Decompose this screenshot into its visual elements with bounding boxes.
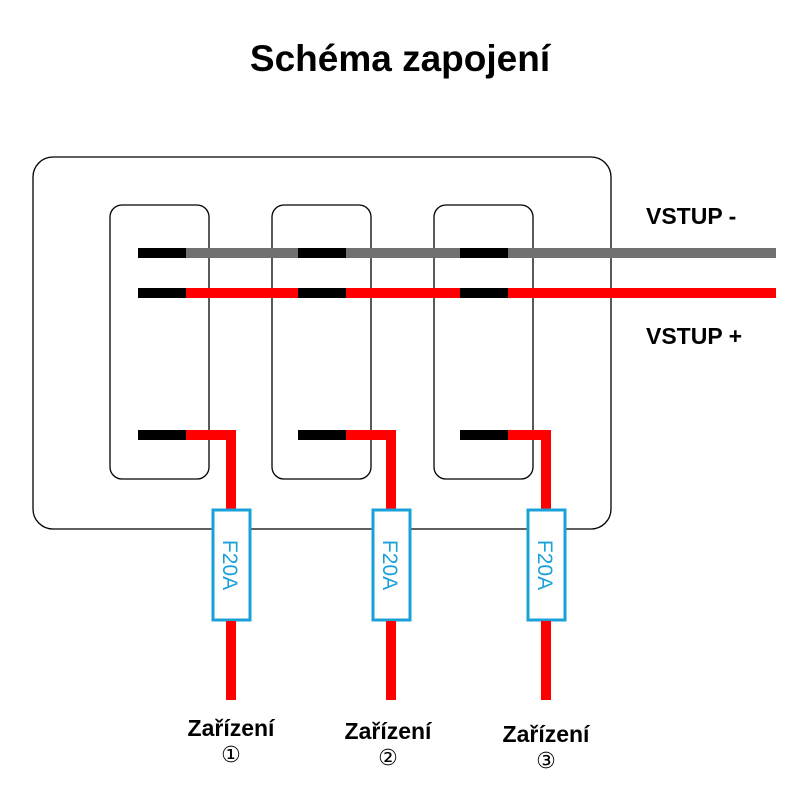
input-positive-label: VSTUP + <box>646 323 743 349</box>
switch-3-positive-terminal <box>460 288 508 298</box>
switch-2-positive-terminal <box>298 288 346 298</box>
device-3-label: Zařízení ③ <box>476 720 616 776</box>
fuse-3-label: F20A <box>533 540 556 590</box>
device-3-name: Zařízení <box>502 721 590 747</box>
fuse-1-label: F20A <box>218 540 241 590</box>
switch-3-output-wire <box>508 430 551 510</box>
device-2-wire <box>386 621 396 700</box>
device-2-name: Zařízení <box>344 718 432 744</box>
switch-1-outline <box>109 204 210 480</box>
device-1-name: Zařízení <box>187 715 275 741</box>
device-2-number: ② <box>378 746 398 771</box>
device-1-label: Zařízení ① <box>161 714 301 770</box>
fuse-1 <box>211 508 252 622</box>
switch-panel-outline <box>32 156 612 530</box>
input-negative-label: VSTUP - <box>646 203 737 229</box>
device-1-wire <box>226 621 236 700</box>
switch-1-output-wire <box>186 430 236 510</box>
device-3-number: ③ <box>536 749 556 774</box>
switch-2-negative-terminal <box>298 248 346 258</box>
switch-2-outline <box>271 204 372 480</box>
diagram-title: Schéma zapojení <box>249 38 551 79</box>
switch-3-output-terminal <box>460 430 508 440</box>
switch-3-outline <box>433 204 534 480</box>
switch-2-output-terminal <box>298 430 346 440</box>
switch-3-negative-terminal <box>460 248 508 258</box>
switch-1-positive-terminal <box>138 288 186 298</box>
fuse-3 <box>526 508 567 622</box>
switch-1-output-terminal <box>138 430 186 440</box>
fuse-2 <box>371 508 412 622</box>
switch-2-output-wire <box>346 430 396 510</box>
device-1-number: ① <box>221 743 241 768</box>
switch-1-negative-terminal <box>138 248 186 258</box>
device-2-label: Zařízení ② <box>318 717 458 773</box>
fuse-2-label: F20A <box>378 540 401 590</box>
device-3-wire <box>541 621 551 700</box>
